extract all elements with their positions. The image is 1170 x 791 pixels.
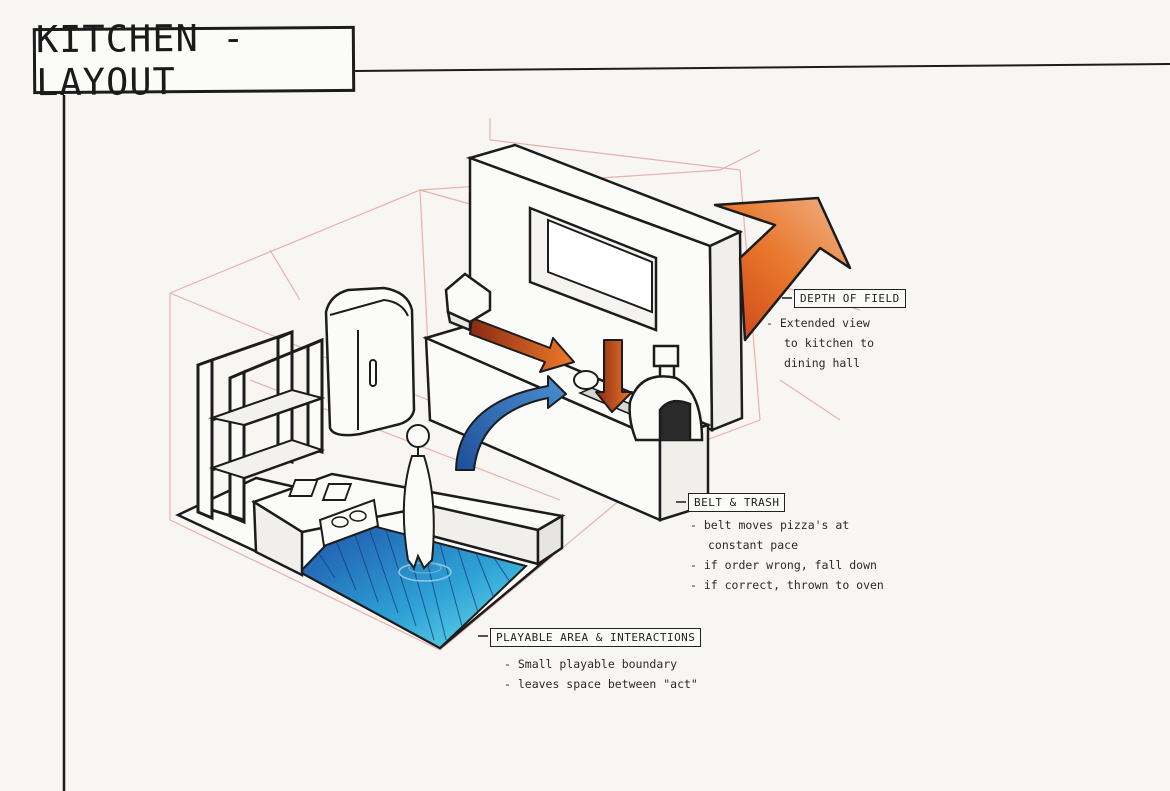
throw-arc-arrow <box>455 375 567 471</box>
note-line: constant pace <box>708 538 799 552</box>
note-line: - Extended view <box>766 316 870 330</box>
note-line: - Small playable boundary <box>504 657 678 671</box>
pizza-oven <box>628 344 704 442</box>
note-line: - leaves space between "act" <box>504 677 698 691</box>
belt-trash-notes: - belt moves pizza's at constant pace - … <box>690 515 884 595</box>
playable-floor <box>298 518 528 650</box>
page-title: KITCHEN - LAYOUT <box>32 17 356 104</box>
playable-area-notes: - Small playable boundary - leaves space… <box>504 654 698 694</box>
window-to-dining-hall <box>528 206 658 332</box>
plate <box>573 370 599 390</box>
note-line: - if correct, thrown to oven <box>690 578 884 592</box>
player-character <box>398 424 452 582</box>
note-line: - if order wrong, fall down <box>690 558 877 572</box>
dispenser <box>444 272 492 332</box>
conveyor-belt-arrows <box>469 317 633 413</box>
callout-leaders <box>478 297 792 637</box>
depth-of-field-heading: DEPTH OF FIELD <box>794 289 906 308</box>
frame-top-line <box>354 63 1170 72</box>
note-line: dining hall <box>784 356 861 370</box>
playable-area-heading: PLAYABLE AREA & INTERACTIONS <box>490 628 702 647</box>
note-line: - belt moves pizza's at <box>690 518 850 532</box>
depth-of-field-arrow <box>713 196 852 342</box>
note-line: to kitchen to <box>784 336 875 350</box>
shelf-unit <box>196 329 326 525</box>
fridge <box>324 286 416 437</box>
depth-of-field-notes: - Extended view to kitchen to dining hal… <box>766 313 874 373</box>
belt-trash-heading: BELT & TRASH <box>688 493 786 512</box>
